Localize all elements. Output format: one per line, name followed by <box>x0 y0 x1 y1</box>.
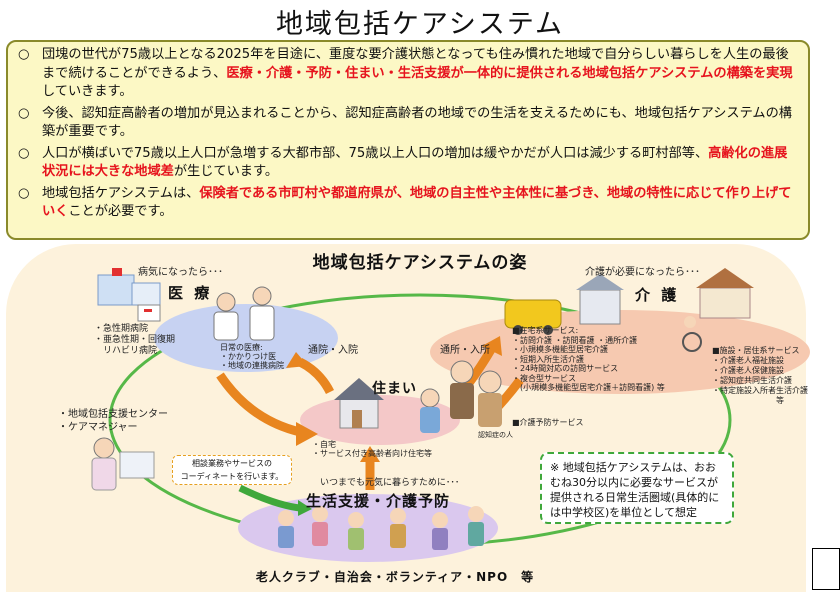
care-facility-icon <box>576 268 754 325</box>
daily-medical-list: 日常の医療: ・かかりつけ医 ・地域の連携病院 <box>220 343 284 370</box>
care-heading: 介 護 <box>635 286 680 304</box>
living-caption: いつまでも元気に暮らすために･･･ <box>320 478 460 488</box>
bullet-text: 人口が横ばいで75歳以上人口が急増する大都市部、75歳以上人口の増加は緩やかだが… <box>42 145 709 161</box>
arrow-medical-to-home <box>216 372 302 437</box>
highlight-text: 高齢化の進展状況には大きな地域差 <box>42 145 788 180</box>
intro-bullet: ○ 地域包括ケアシステムは、保険者である市町村や都道府県が、地域の自主性や主体性に… <box>18 185 798 222</box>
support-center-list: ・地域包括支援センター ・ケアマネジャー <box>58 409 168 433</box>
facility-services: ■施設・居住系サービス ・介護老人福祉施設 ・介護老人保健施設 ・認知症共同生活… <box>712 346 808 405</box>
highlight-text: 保険者である市町村や都道府県が、地域の自主性や主体性に基づき、地域の特性に応じて… <box>42 185 792 220</box>
note-box: ※ 地域包括ケアシステムは、おおむね30分以内に必要なサービスが提供される日常生… <box>540 452 734 524</box>
note-mark: ※ <box>550 461 560 474</box>
intro-bullet: ○ 今後、認知症高齢者の増加が見込まれることから、認知症高齢者の地域での生活を支え… <box>18 105 798 142</box>
arrow-head <box>298 500 312 516</box>
bullet-mark: ○ <box>18 185 30 201</box>
intro-bullet: ○ 人口が横ばいで75歳以上人口が急増する大都市部、75歳以上人口の増加は緩やかだ… <box>18 145 798 182</box>
care-caption: 介護が必要になったら･･･ <box>585 267 700 278</box>
intro-box: ○ 団塊の世代が75歳以上となる2025年を目途に、重度な要介護状態となっても住み… <box>6 40 810 240</box>
arrow-head <box>360 446 380 462</box>
bullet-text: が生じています。 <box>173 164 279 179</box>
commute-right-label: 通所・入所 <box>440 345 490 356</box>
medical-heading: 医 療 <box>168 284 213 302</box>
arrow-head <box>296 422 318 446</box>
corner-box <box>812 548 840 590</box>
living-heading: 生活支援・介護予防 <box>306 492 451 510</box>
bullet-text: していきます。 <box>42 84 133 99</box>
bullet-mark: ○ <box>18 145 30 161</box>
note-text: 地域包括ケアシステムは、おおむね30分以内に必要なサービスが提供される日常生活圏… <box>550 461 720 519</box>
page-title: 地域包括ケアシステム <box>275 9 565 40</box>
ambulance-icon <box>137 304 161 322</box>
wheelchair-icon <box>682 316 702 352</box>
home-care-services: ■在宅系サービス: ・訪問介護 ・訪問看護 ・通所介護 ・小規模多機能型居宅介護… <box>512 326 665 392</box>
commute-left-label: 通院・入院 <box>308 345 358 356</box>
prevention-services: ■介護予防サービス <box>512 418 584 427</box>
bullet-text: 地域包括ケアシステムは、 <box>42 185 200 201</box>
house-icon <box>334 378 384 429</box>
intro-bullet: ○ 団塊の世代が75歳以上となる2025年を目途に、重度な要介護状態となっても住み… <box>18 46 798 102</box>
home-heading: 住まい <box>372 381 417 397</box>
highlight-text: 医療・介護・予防・住まい・生活支援が一体的に提供される地域包括ケアシステムの構築… <box>226 65 793 81</box>
hospital-list: ・急性期病院 ・亜急性期・回復期 リハビリ病院 <box>94 324 176 356</box>
hospital-icon <box>97 268 161 306</box>
bullet-text: ことが必要です。 <box>68 204 173 219</box>
arrow-head <box>482 336 502 356</box>
bullet-mark: ○ <box>18 47 30 62</box>
bullet-mark: ○ <box>18 105 30 121</box>
doctor-icon <box>213 286 275 341</box>
footer-label: 老人クラブ・自治会・ボランティア・NPO 等 <box>255 570 535 584</box>
family-icon <box>420 360 502 433</box>
arrow-head <box>286 352 308 368</box>
medical-ellipse <box>154 304 338 372</box>
dementia-person-label: 認知症の人 <box>478 431 513 439</box>
community-people-icon <box>278 506 484 550</box>
care-van-icon <box>504 299 562 335</box>
coordinate-box: 相談業務やサービスの コーディネートを行います。 <box>172 455 292 485</box>
care-ellipse <box>430 310 810 394</box>
medical-caption: 病気になったら･･･ <box>138 267 223 278</box>
care-manager-icon <box>91 437 155 491</box>
arrow-support-down <box>238 484 301 512</box>
bullet-text: 今後、認知症高齢者の増加が見込まれることから、認知症高齢者の地域での生活を支える… <box>42 105 792 140</box>
diagram-title: 地域包括ケアシステムの姿 <box>312 253 528 273</box>
bullet-text: 団塊の世代が75歳以上となる2025年を目途に、重度な要介護状態となっても住み慣… <box>42 47 789 81</box>
arrow-home-to-medical <box>297 357 335 395</box>
home-items: ・自宅 ・サービス付き高齢者向け住宅等 <box>312 440 432 458</box>
